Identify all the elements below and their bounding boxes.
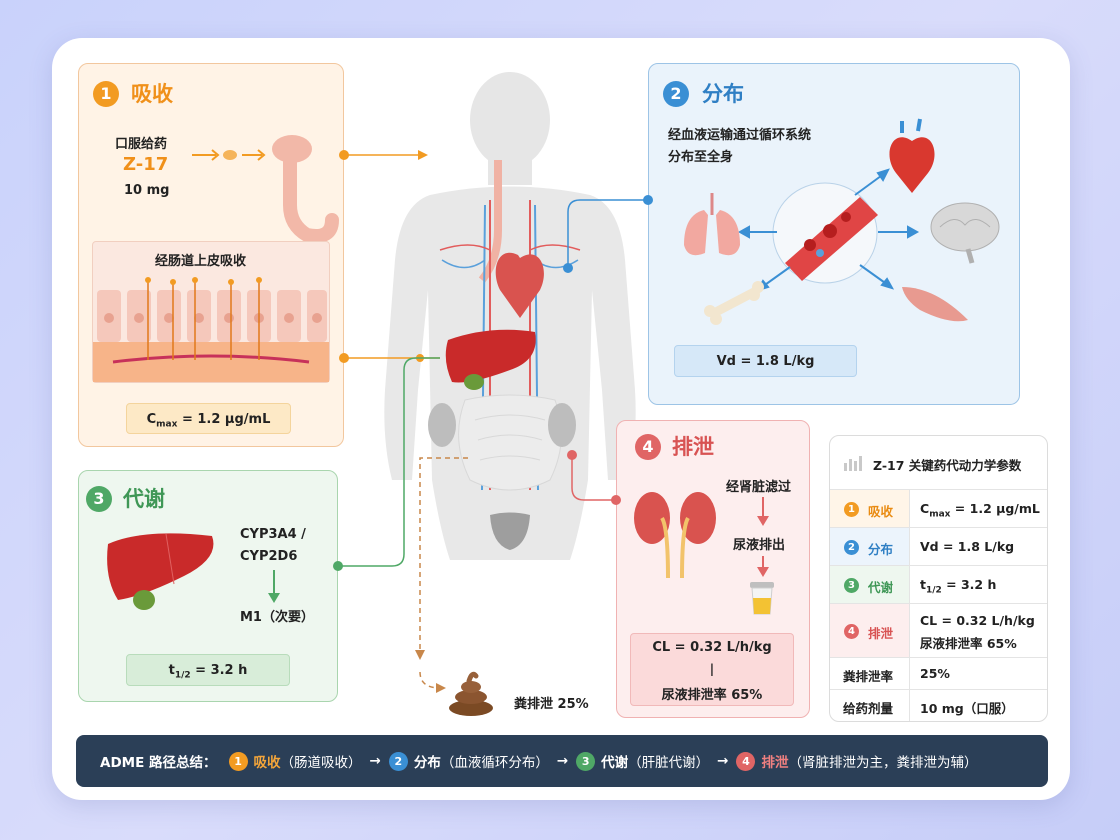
row-badge: 1 (844, 502, 859, 517)
excretion-badge: 4 (635, 434, 661, 460)
route-label: 口服给药 (115, 137, 168, 152)
row-value: Vd = 1.8 L/kg (920, 539, 1015, 554)
metabolism-badge: 3 (86, 486, 112, 512)
row-label: 给药剂量 (843, 701, 894, 716)
distribution-diagram (684, 118, 1000, 325)
table-row: 3 代谢 t1/2 = 3.2 h (830, 565, 1047, 603)
summary-label-1: 吸收 (253, 755, 281, 771)
excretion-arrow-1 (757, 497, 769, 526)
row-value-sub: max (929, 509, 951, 520)
cmax-suffix: = 1.2 µg/mL (177, 412, 271, 427)
summary-arrow-3: → (717, 753, 729, 769)
absorption-title: 吸收 (131, 82, 173, 106)
cmax-prefix: C (146, 412, 157, 427)
brain-icon (930, 202, 1000, 264)
cmax-box: Cmax = 1.2 µg/mL (126, 403, 291, 434)
distribution-desc-1: 经血液运输通过循环系统 (668, 128, 812, 143)
distribution-desc-2: 分布至全身 (668, 150, 734, 165)
row-label: 排泄 (868, 626, 894, 641)
row-value-line-1: CL = 0.32 L/h/kg (920, 613, 1035, 628)
heart-icon (889, 118, 935, 193)
drug-name: Z-17 (123, 154, 169, 175)
summary-detail-3: （肝脏代谢） (628, 755, 710, 771)
clearance-separator: | (709, 662, 715, 676)
absorption-badge: 1 (93, 81, 119, 107)
excretion-step-2: 尿液排出 (733, 538, 786, 553)
summary-detail-1: （肠道吸收） (280, 755, 362, 771)
row-value-sub: 1/2 (925, 585, 942, 596)
metabolite-label: M1（次要） (240, 610, 314, 625)
metabolism-title: 代谢 (123, 487, 165, 511)
row-badge: 3 (844, 578, 859, 593)
excretion-arrow-2 (757, 556, 769, 577)
summary-label-2: 分布 (413, 755, 441, 771)
cmax-sub: max (156, 419, 178, 430)
summary-label-3: 代谢 (601, 755, 629, 771)
metabolism-arrow (268, 570, 280, 603)
row-value: 25% (920, 666, 950, 681)
row-label: 粪排泄率 (843, 669, 894, 684)
summary-detail-4: （肾脏排泄为主，粪排泄为辅） (788, 755, 978, 771)
summary-label-4: 排泄 (761, 755, 789, 771)
epithelium-label: 经肠道上皮吸收 (155, 254, 247, 269)
row-value-suffix: = 3.2 h (941, 577, 997, 592)
row-badge: 4 (844, 624, 859, 639)
distribution-badge: 2 (663, 81, 689, 107)
urine-cup-icon (750, 582, 774, 615)
enzyme-line-2: CYP2D6 (240, 549, 298, 564)
row-label: 分布 (868, 542, 894, 557)
stool-icon (449, 671, 493, 716)
table-title: Z-17 关键药代动力学参数 (873, 458, 1022, 473)
table-row: 1 吸收 Cmax = 1.2 µg/mL (830, 489, 1047, 527)
row-badge: 2 (844, 540, 859, 555)
row-value-line-2: 尿液排泄率 65% (920, 636, 1017, 651)
chart-icon (844, 456, 862, 471)
body-silhouette-icon (384, 72, 636, 560)
vd-box: Vd = 1.8 L/kg (674, 345, 857, 377)
bone-icon (704, 281, 764, 325)
half-life-prefix: t (168, 663, 175, 678)
stomach-icon (272, 135, 339, 243)
excretion-step-1: 经肾脏滤过 (726, 480, 792, 495)
liver-icon (107, 533, 214, 610)
half-life-sub: 1/2 (174, 670, 191, 681)
enzyme-line-1: CYP3A4 / (240, 527, 306, 542)
summary-detail-2: （血液循环分布） (440, 755, 549, 771)
dose-label: 10 mg (124, 183, 170, 198)
row-label: 吸收 (868, 504, 894, 519)
blood-vessel-icon (772, 182, 878, 284)
summary-arrow-2: → (556, 753, 569, 769)
row-label: 代谢 (868, 580, 894, 595)
row-value-prefix: t (920, 577, 926, 592)
row-value-suffix: = 1.2 µg/mL (950, 501, 1040, 516)
lung-icon (684, 193, 740, 256)
summary-badge-4: 4 (736, 751, 756, 771)
table-row: 2 分布 Vd = 1.8 L/kg (830, 527, 1047, 565)
summary-badge-3: 3 (576, 751, 596, 771)
row-value: 10 mg（口服） (920, 701, 1014, 716)
summary-badge-2: 2 (388, 751, 408, 771)
summary-arrow-1: → (369, 753, 381, 769)
muscle-icon (902, 287, 968, 322)
table-row: 给药剂量 10 mg（口服） (830, 689, 1047, 721)
fecal-label: 粪排泄 25% (514, 697, 589, 712)
kidney-icon (634, 492, 716, 579)
table-row: 粪排泄率 25% (830, 657, 1047, 689)
clearance-box (630, 633, 794, 706)
half-life-box: t1/2 = 3.2 h (126, 654, 290, 686)
summary-content: ADME 路径总结： 1 吸收 （肠道吸收） → 2 分布 （血液循环分布） →… (100, 735, 977, 787)
intestinal-epithelium-icon (93, 277, 329, 382)
summary-lead: ADME 路径总结： (100, 755, 217, 771)
clearance-line-1: CL = 0.32 L/h/kg (652, 640, 772, 655)
row-value-prefix: C (920, 501, 930, 516)
summary-badge-1: 1 (228, 751, 248, 771)
table-row: 4 排泄 CL = 0.32 L/h/kg 尿液排泄率 65% (830, 603, 1047, 657)
summary-bar: ADME 路径总结： 1 吸收 （肠道吸收） → 2 分布 （血液循环分布） →… (76, 735, 1048, 787)
half-life-suffix: = 3.2 h (190, 663, 248, 678)
distribution-title: 分布 (702, 82, 744, 106)
excretion-title: 排泄 (672, 435, 714, 459)
pill-icon (192, 149, 266, 161)
clearance-line-2: 尿液排泄率 65% (661, 688, 763, 703)
